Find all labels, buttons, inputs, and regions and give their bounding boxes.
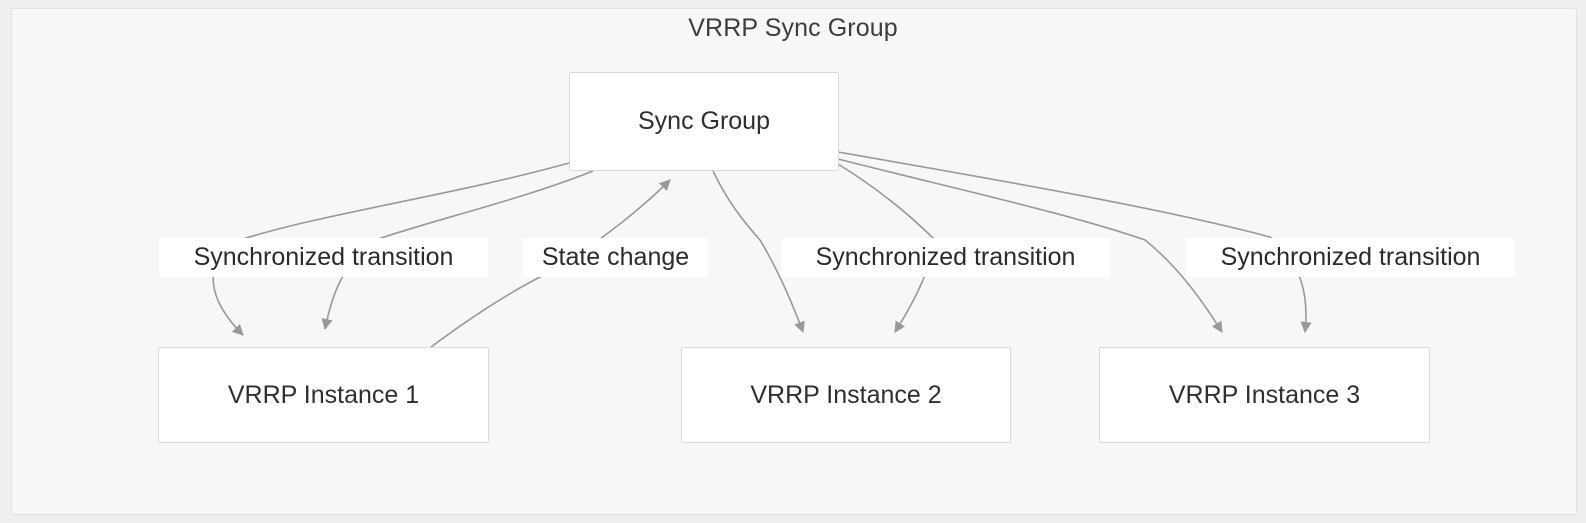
edge-sync-group-to-instance-2-a [712, 170, 805, 334]
cluster-title: VRRP Sync Group [688, 14, 898, 42]
node-vrrp-instance-3[interactable]: VRRP Instance 3 [1099, 347, 1430, 443]
edge-label-synchronized-transition-1: Synchronized transition [159, 238, 488, 277]
edge-label-state-change: State change [523, 238, 708, 277]
edge-label-synchronized-transition-2: Synchronized transition [781, 238, 1110, 277]
edge-sync-group-to-instance-1-a [212, 162, 570, 336]
node-vrrp-instance-1-label: VRRP Instance 1 [227, 380, 420, 409]
edge-sync-group-to-instance-3-a [837, 158, 1223, 333]
edge-label-synchronized-transition-3: Synchronized transition [1186, 238, 1515, 277]
edge-sync-group-to-instance-1-b [321, 170, 594, 331]
node-vrrp-instance-3-label: VRRP Instance 3 [1168, 380, 1361, 409]
node-vrrp-instance-1[interactable]: VRRP Instance 1 [158, 347, 489, 443]
node-sync-group[interactable]: Sync Group [569, 72, 839, 171]
node-vrrp-instance-2[interactable]: VRRP Instance 2 [681, 347, 1011, 443]
node-vrrp-instance-2-label: VRRP Instance 2 [750, 380, 942, 409]
node-sync-group-label: Sync Group [637, 107, 770, 135]
edge-sync-group-to-instance-3-b [837, 151, 1312, 334]
